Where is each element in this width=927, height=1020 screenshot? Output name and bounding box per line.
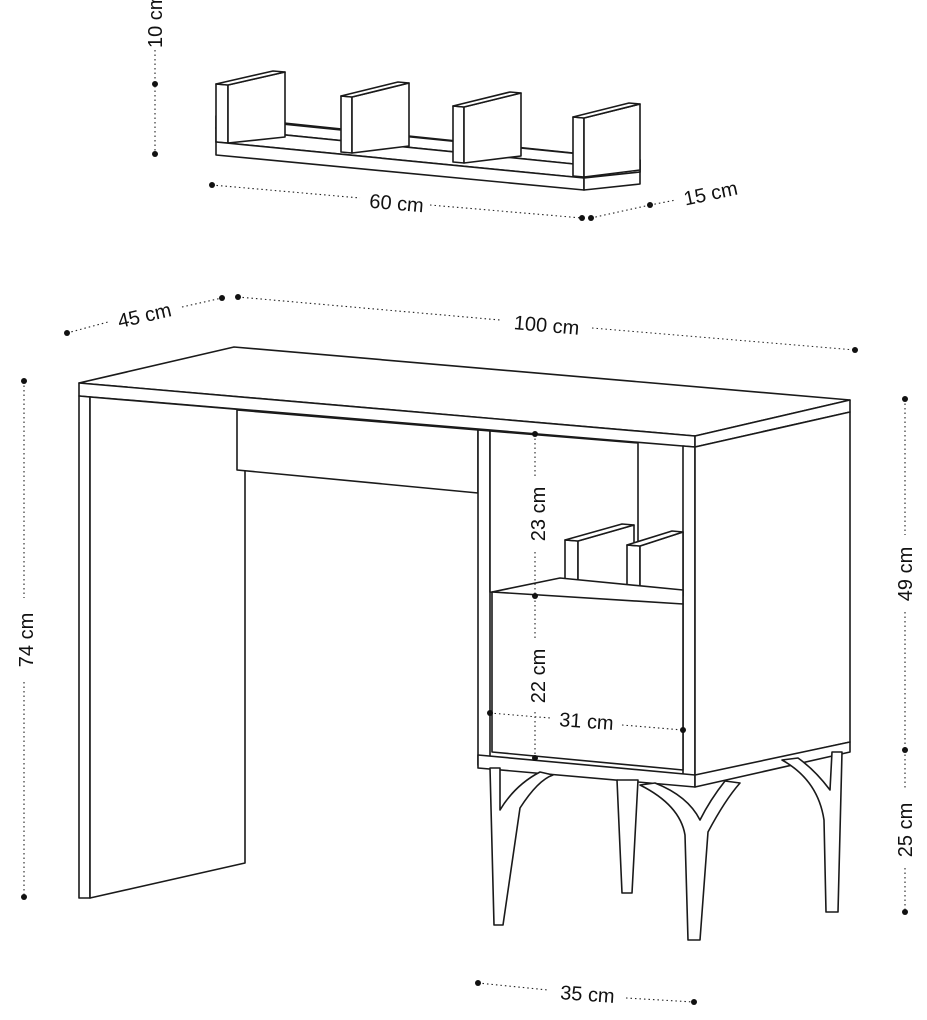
shelf-width-label: 60 cm xyxy=(368,191,424,218)
leg-height-label: 25 cm xyxy=(895,803,917,857)
shelf-height-dimension: 10 cm xyxy=(145,0,167,157)
desk-width-dimension: 100 cm xyxy=(235,294,858,353)
shelf-width-dimension: 60 cm xyxy=(209,182,585,221)
wall-shelf-illustration xyxy=(215,70,641,191)
leg-span-label: 35 cm xyxy=(559,982,615,1008)
desk-depth-label: 45 cm xyxy=(116,299,174,333)
shelf-depth-label: 15 cm xyxy=(682,178,740,211)
cabinet-height-label: 49 cm xyxy=(895,547,917,601)
desk-height-dimension: 74 cm xyxy=(16,378,38,900)
drawer-height-dimension: 22 cm xyxy=(528,596,550,761)
leg-span-dimension: 35 cm xyxy=(475,980,697,1008)
desk-height-label: 74 cm xyxy=(16,613,38,667)
desk-width-label: 100 cm xyxy=(513,312,580,340)
drawer-height-label: 22 cm xyxy=(528,649,550,703)
desk-illustration xyxy=(78,346,851,941)
leg-height-dimension: 25 cm xyxy=(895,750,917,915)
desk-depth-dimension: 45 cm xyxy=(64,295,225,336)
compartment-height-label: 23 cm xyxy=(528,487,550,541)
shelf-height-label: 10 cm xyxy=(145,0,167,48)
drawer-width-label: 31 cm xyxy=(558,709,614,735)
cabinet-height-dimension: 49 cm xyxy=(895,396,917,753)
compartment-height-dimension: 23 cm xyxy=(528,431,550,599)
drawer-width-dimension: 31 cm xyxy=(487,709,686,735)
